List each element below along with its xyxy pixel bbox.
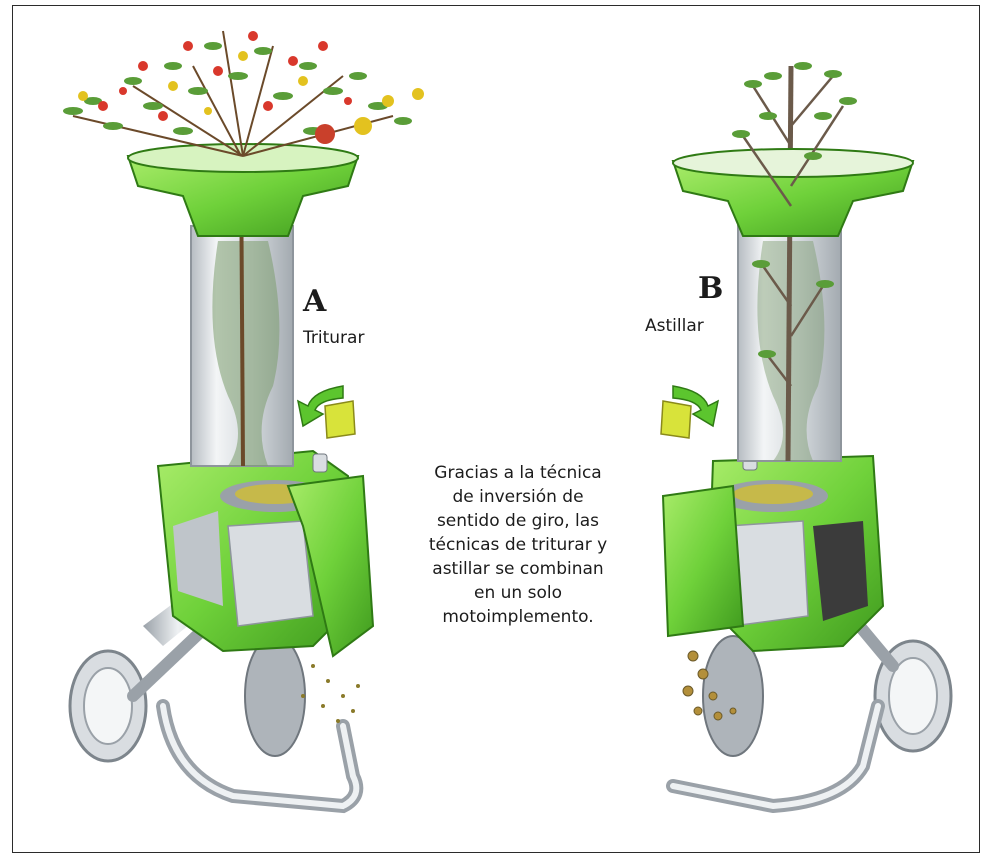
caption-line: astillar se combinan	[403, 557, 633, 581]
clockwise-arrow-icon	[661, 386, 718, 438]
caption-line: de inversión de	[403, 485, 633, 509]
caption-line: Gracias a la técnica	[403, 461, 633, 485]
shredder-b-letter: B	[698, 271, 723, 306]
shredder-b-label: Astillar	[645, 316, 704, 336]
caption-line: técnicas de triturar y	[403, 533, 633, 557]
figure-frame: A Triturar B Astillar Gracias a la técni…	[12, 5, 980, 853]
shredder-b-hopper	[673, 149, 913, 236]
caption: Gracias a la técnica de inversión de sen…	[403, 461, 633, 629]
caption-line: en un solo	[403, 581, 633, 605]
shredder-a-letter: A	[303, 284, 326, 319]
caption-line: motoimplemento.	[403, 605, 633, 629]
shredder-b-illustration	[13, 6, 980, 853]
shredder-b-body	[663, 452, 883, 651]
shredder-a-label: Triturar	[303, 328, 364, 348]
caption-line: sentido de giro, las	[403, 509, 633, 533]
